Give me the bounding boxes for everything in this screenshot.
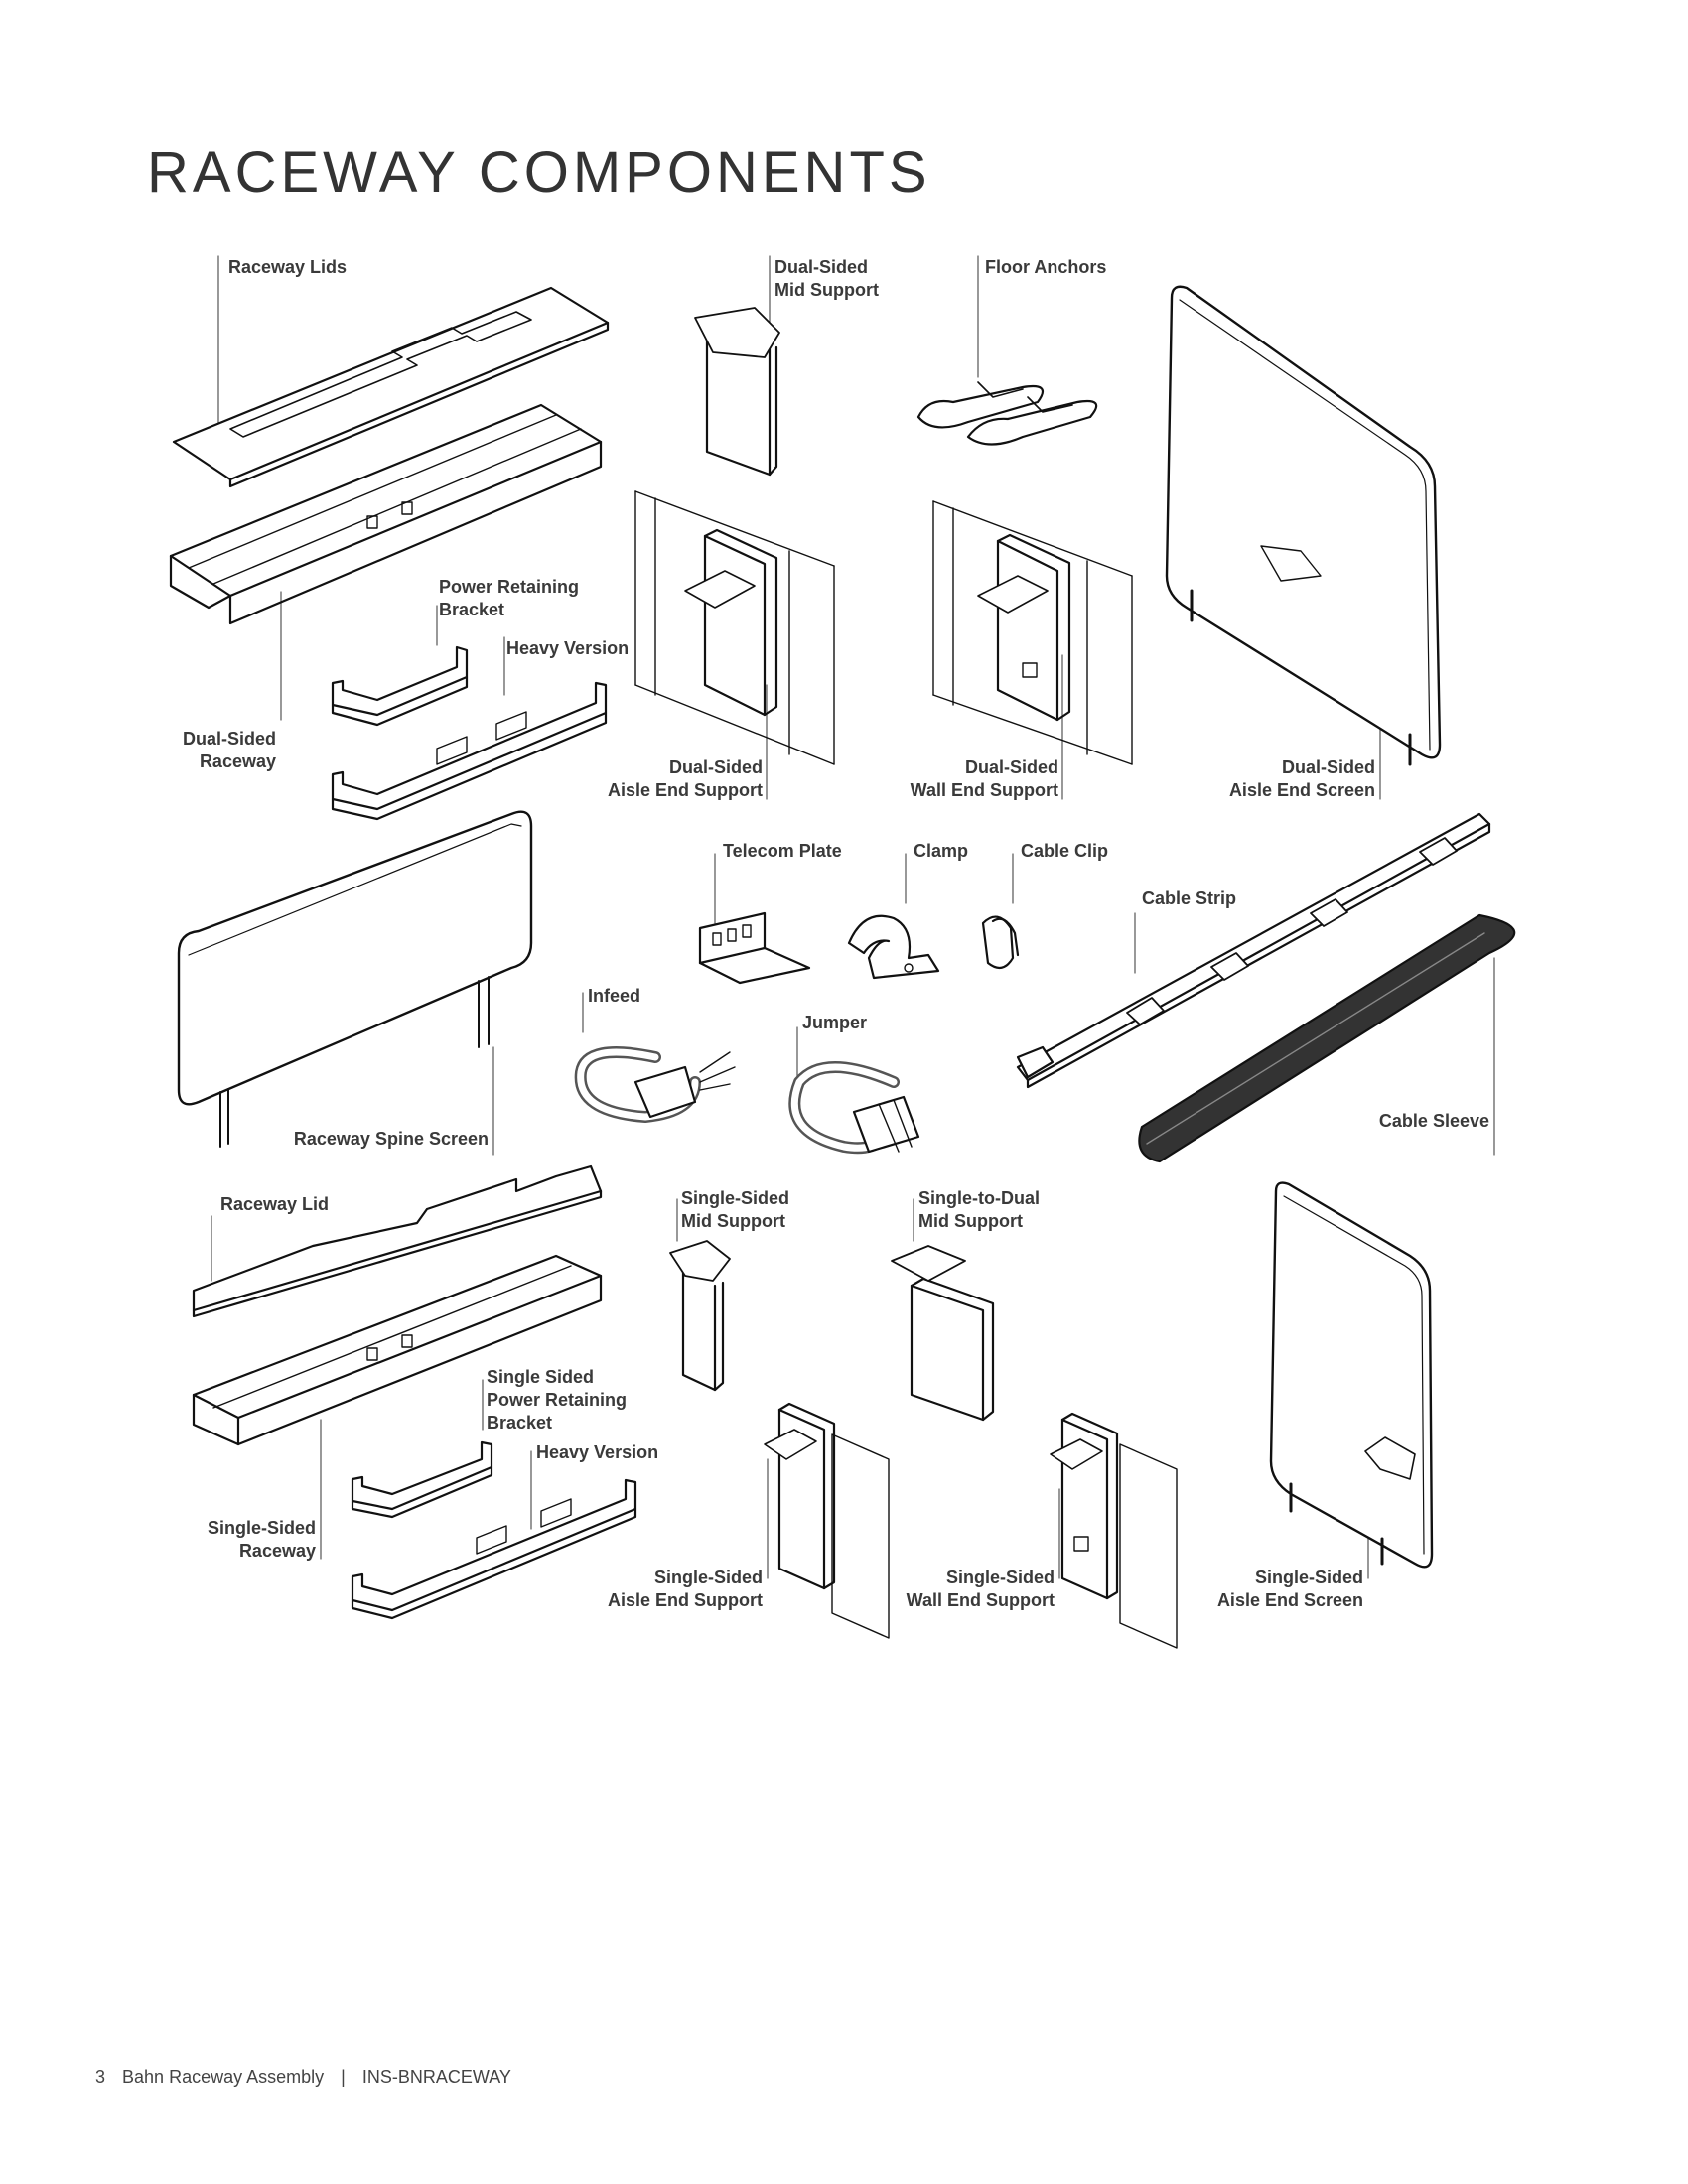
single-to-dual-mid-support-drawing: [891, 1245, 995, 1422]
power-retaining-bracket-drawing: [331, 645, 469, 727]
footer-doc-code: INS-BNRACEWAY: [361, 2067, 511, 2087]
telecom-plate-label: Telecom Plate: [723, 841, 842, 861]
single-sided-wall-end-support-label: Single-Sided Wall End Support: [906, 1568, 1055, 1610]
dual-sided-aisle-end-support-drawing: [634, 490, 835, 765]
single-sided-power-retaining-bracket-drawing: [351, 1440, 493, 1519]
infeed-label: Infeed: [588, 986, 641, 1006]
cable-strip-label: Cable Strip: [1142, 888, 1237, 908]
floor-anchors-drawing: [916, 381, 1098, 446]
power-retaining-bracket-label: Power Retaining Bracket: [439, 577, 580, 619]
page-number: 3: [95, 2067, 106, 2087]
page-title: RACEWAY COMPONENTS: [147, 140, 931, 205]
raceway-spine-screen-label: Raceway Spine Screen: [293, 1129, 489, 1149]
jumper-drawing: [788, 1061, 920, 1155]
dual-sided-aisle-end-screen-drawing: [1165, 285, 1442, 766]
raceway-lid-drawing: [192, 1164, 603, 1318]
floor-anchors-label: Floor Anchors: [985, 257, 1107, 277]
single-sided-aisle-end-support-label: Single-Sided Aisle End Support: [607, 1568, 763, 1610]
single-sided-raceway-drawing: [192, 1254, 603, 1446]
raceway-lids-drawing: [172, 286, 610, 488]
dual-sided-mid-support-drawing: [694, 307, 780, 477]
single-sided-mid-support-label: Single-Sided Mid Support: [681, 1188, 790, 1231]
single-sided-power-retaining-bracket-label: Single Sided Power Retaining Bracket: [487, 1367, 628, 1433]
heavy-version-label-bottom: Heavy Version: [536, 1442, 659, 1462]
dual-sided-aisle-end-support-label: Dual-Sided Aisle End Support: [607, 757, 763, 800]
infeed-drawing: [574, 1046, 736, 1123]
footer: 3 Bahn Raceway Assembly | INS-BNRACEWAY: [95, 2067, 523, 2088]
clamp-label: Clamp: [914, 841, 969, 861]
heavy-version-label-top: Heavy Version: [506, 638, 630, 658]
cable-clip-label: Cable Clip: [1021, 841, 1109, 861]
cable-sleeve-label: Cable Sleeve: [1378, 1111, 1489, 1131]
single-to-dual-mid-support-label: Single-to-Dual Mid Support: [918, 1188, 1040, 1231]
clamp-drawing: [847, 914, 940, 980]
heavy-version-bracket-drawing: [331, 681, 608, 821]
jumper-label: Jumper: [802, 1013, 868, 1032]
raceway-spine-screen-drawing: [177, 810, 533, 1148]
single-sided-aisle-end-support-drawing: [764, 1402, 890, 1639]
dual-sided-aisle-end-screen-label: Dual-Sided Aisle End Screen: [1228, 757, 1375, 800]
dual-sided-wall-end-support-drawing: [932, 500, 1133, 765]
single-sided-heavy-version-bracket-drawing: [351, 1478, 637, 1620]
dual-sided-raceway-label: Dual-Sided Raceway: [182, 729, 276, 771]
cable-strip-drawing: [1016, 812, 1491, 1089]
raceway-lid-label: Raceway Lid: [220, 1194, 330, 1214]
dual-sided-mid-support-label: Dual-Sided Mid Support: [774, 257, 879, 300]
telecom-plate-drawing: [698, 911, 811, 985]
single-sided-raceway-label: Single-Sided Raceway: [207, 1518, 316, 1561]
raceway-lids-label: Raceway Lids: [228, 257, 348, 277]
cable-clip-drawing: [981, 915, 1020, 970]
footer-doc-title: Bahn Raceway Assembly: [122, 2067, 325, 2087]
cable-sleeve-drawing: [1138, 913, 1516, 1163]
single-sided-wall-end-support-drawing: [1050, 1412, 1178, 1649]
single-sided-aisle-end-screen-drawing: [1269, 1181, 1434, 1569]
single-sided-mid-support-drawing: [669, 1240, 731, 1392]
single-sided-aisle-end-screen-label: Single-Sided Aisle End Screen: [1216, 1568, 1363, 1610]
footer-separator: |: [341, 2067, 346, 2087]
dual-sided-raceway-drawing: [169, 403, 603, 625]
dual-sided-wall-end-support-label: Dual-Sided Wall End Support: [910, 757, 1058, 800]
